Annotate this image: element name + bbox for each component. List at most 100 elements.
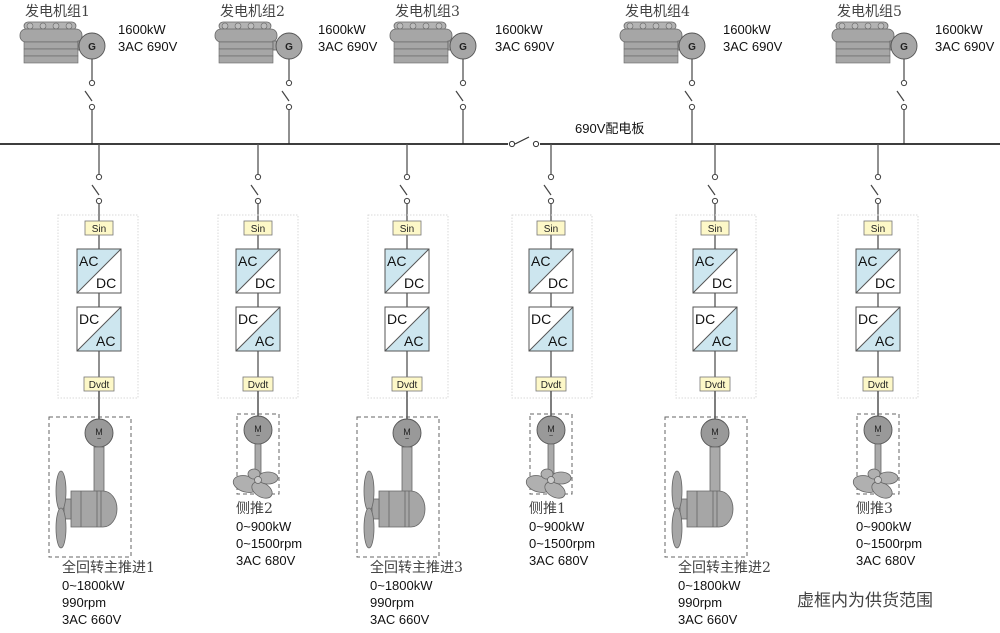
- generator-breaker[interactable]: [281, 79, 293, 111]
- switch-contact-top: [403, 173, 411, 181]
- converter-cabinet[interactable]: [675, 214, 757, 399]
- rectifier-input-label: AC: [387, 253, 406, 269]
- motor-ac-symbol: ~: [713, 436, 717, 443]
- converter-cabinet[interactable]: [57, 214, 139, 399]
- rectifier-diagonal: [855, 248, 901, 294]
- drive-breaker[interactable]: [543, 173, 555, 205]
- rectifier-border: [235, 248, 281, 294]
- generator-voltage: 3AC 690V: [318, 39, 378, 54]
- generator-name: 发电机组1: [25, 4, 90, 20]
- generator-breaker[interactable]: [84, 79, 96, 111]
- switch-contact-top: [285, 79, 293, 87]
- propeller-blade: [363, 507, 375, 549]
- thruster-pod: [378, 490, 426, 528]
- rectifier-diagonal: [528, 248, 574, 294]
- drive-branch-3[interactable]: SinACDCDCACDvdtM~全回转主推进30~1800kW990rpm3A…: [356, 144, 463, 627]
- generator-symbol: G: [88, 42, 96, 53]
- inverter-border: [235, 306, 281, 352]
- engine-head: [619, 28, 683, 43]
- drive-branch-6[interactable]: SinACDCDCACDvdtM~侧推30~900kW0~1500rpm3AC …: [837, 144, 922, 568]
- drive-branch-4[interactable]: SinACDCDCACDvdtM~侧推10~900kW0~1500rpm3AC …: [511, 144, 595, 568]
- drive-branch-2[interactable]: SinACDCDCACDvdtM~侧推20~900kW0~1500rpm3AC …: [217, 144, 302, 568]
- drive-breaker[interactable]: [250, 173, 262, 205]
- generator-breaker[interactable]: [684, 79, 696, 111]
- engine-head: [214, 28, 278, 43]
- sine-filter-box[interactable]: [392, 220, 422, 236]
- propeller-blade: [363, 470, 375, 512]
- thruster-pod: [70, 490, 118, 528]
- supply-scope-box[interactable]: [664, 416, 748, 558]
- drive-branch-1[interactable]: SinACDCDCACDvdtM~全回转主推进10~1800kW990rpm3A…: [48, 144, 155, 627]
- switch-contact-bottom: [88, 103, 96, 111]
- diesel-engine-icon: [214, 21, 282, 64]
- thruster-spec: 990rpm: [678, 595, 722, 610]
- generator-breaker[interactable]: [455, 79, 467, 111]
- inverter-border: [384, 306, 430, 352]
- switch-blade: [896, 90, 905, 102]
- generator-name: 发电机组2: [220, 4, 285, 20]
- switch-blade: [250, 184, 259, 196]
- engine-cylinder: [39, 22, 47, 30]
- drive-breaker[interactable]: [91, 173, 103, 205]
- drive-branch-5[interactable]: SinACDCDCACDvdtM~全回转主推进20~1800kW990rpm3A…: [664, 144, 771, 627]
- sine-filter-box[interactable]: [863, 220, 893, 236]
- thruster-spec: 3AC 660V: [62, 612, 122, 627]
- inverter-input-label: DC: [695, 311, 715, 327]
- engine-cylinder: [26, 22, 34, 30]
- rectifier-border: [528, 248, 574, 294]
- sine-filter-label: Sin: [871, 224, 885, 235]
- dvdt-filter-label: Dvdt: [868, 380, 889, 391]
- converter-cabinet[interactable]: [511, 214, 593, 399]
- sine-filter-label: Sin: [708, 224, 722, 235]
- thruster-spec: 3AC 680V: [856, 553, 916, 568]
- generator-symbol: G: [900, 42, 908, 53]
- engine-cylinder: [838, 22, 846, 30]
- propeller-hub: [679, 498, 688, 520]
- motor-symbol: M: [403, 427, 411, 437]
- generator-power: 1600kW: [318, 22, 366, 37]
- sine-filter-box[interactable]: [243, 220, 273, 236]
- bus-tie-switch[interactable]: [508, 136, 540, 148]
- drive-breaker[interactable]: [707, 173, 719, 205]
- supply-scope-box[interactable]: [356, 416, 440, 558]
- inverter-border: [855, 306, 901, 352]
- motor-ac-symbol: ~: [97, 436, 101, 443]
- inverter-diagonal: [384, 306, 430, 352]
- sine-filter-box[interactable]: [84, 220, 114, 236]
- engine-block-rib: [23, 48, 79, 57]
- switch-contact-bottom: [711, 197, 719, 205]
- supply-scope-box[interactable]: [48, 416, 132, 558]
- switch-contact-bottom: [285, 103, 293, 111]
- drive-breaker[interactable]: [399, 173, 411, 205]
- motor-ac-symbol: ~: [256, 433, 260, 440]
- inverter-border: [76, 306, 122, 352]
- dvdt-filter-label: Dvdt: [89, 380, 110, 391]
- tunnel-thruster-icon: [852, 443, 899, 499]
- sine-filter-box[interactable]: [536, 220, 566, 236]
- converter-cabinet[interactable]: [367, 214, 449, 399]
- rectifier-diagonal: [76, 248, 122, 294]
- motor-ac-symbol: ~: [549, 433, 553, 440]
- switch-contact-bottom: [547, 197, 555, 205]
- switch-contact-top: [459, 79, 467, 87]
- thruster-spec: 990rpm: [62, 595, 106, 610]
- switch-contact-bottom: [254, 197, 262, 205]
- switch-blade: [707, 184, 716, 196]
- drive-breaker[interactable]: [870, 173, 882, 205]
- generator-breaker[interactable]: [896, 79, 908, 111]
- thruster-spec: 3AC 660V: [370, 612, 430, 627]
- switch-contact-top: [711, 173, 719, 181]
- inverter-input-label: DC: [858, 311, 878, 327]
- sine-filter-label: Sin: [400, 224, 414, 235]
- engine-block-rib: [623, 41, 679, 50]
- switch-contact-bottom: [95, 197, 103, 205]
- sine-filter-box[interactable]: [700, 220, 730, 236]
- propeller-hub: [371, 498, 380, 520]
- switch-contact-bottom: [688, 103, 696, 111]
